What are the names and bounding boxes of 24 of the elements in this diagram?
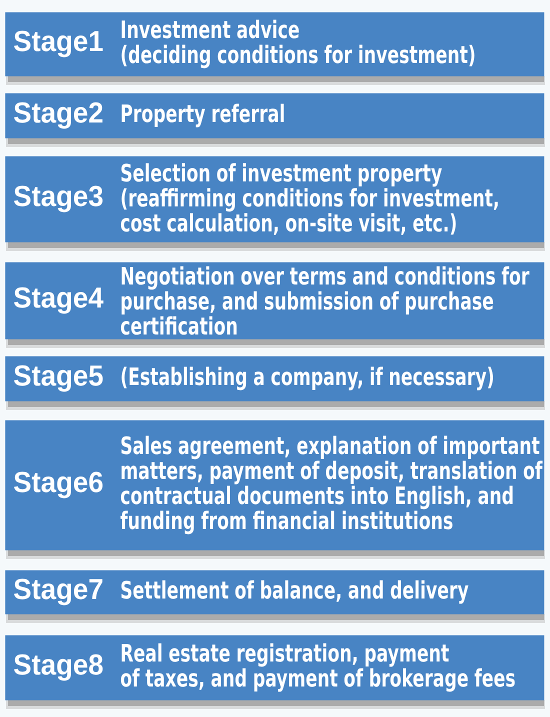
- stage-description: (Establishing a company, if necessary): [122, 366, 493, 390]
- stage-description: Negotiation over terms and conditions for purchase, and submission of purchase certification: [120, 266, 530, 335]
- stage-band: [5, 262, 545, 348]
- stage-description: Selection of investment property (reaffirming conditions for investment, cost calculation, on-site visit, etc.): [120, 163, 498, 235]
- stage-label: Stage6: [14, 472, 103, 498]
- stage-band: [5, 356, 545, 410]
- stage-description: Investment advice (deciding conditions for investment): [122, 20, 474, 68]
- stage-label: Stage8: [14, 654, 103, 681]
- stage-band: [5, 570, 545, 623]
- stage-label: Stage4: [14, 287, 104, 314]
- stage-band: [5, 156, 545, 251]
- stage-description: Real estate registration, payment of taxes, and payment of brokerage fees: [120, 643, 515, 692]
- stage-label: Stage2: [14, 102, 102, 129]
- stage-band: [5, 12, 545, 85]
- stage-description: Settlement of balance, and delivery: [121, 580, 468, 604]
- stage-label: Stage5: [14, 365, 103, 392]
- stage-band: [5, 420, 545, 559]
- stage-band: [5, 635, 545, 709]
- stage-description: Sales agreement, explanation of important matters, payment of deposit, translation of contractual documents into English, and funding from financial institutions: [120, 436, 543, 534]
- stage-label: Stage3: [14, 186, 103, 212]
- stage-label: Stage7: [14, 578, 102, 606]
- stage-band: [5, 93, 545, 147]
- stage-description: Property referral: [122, 104, 284, 128]
- stage-label: Stage1: [14, 30, 103, 58]
